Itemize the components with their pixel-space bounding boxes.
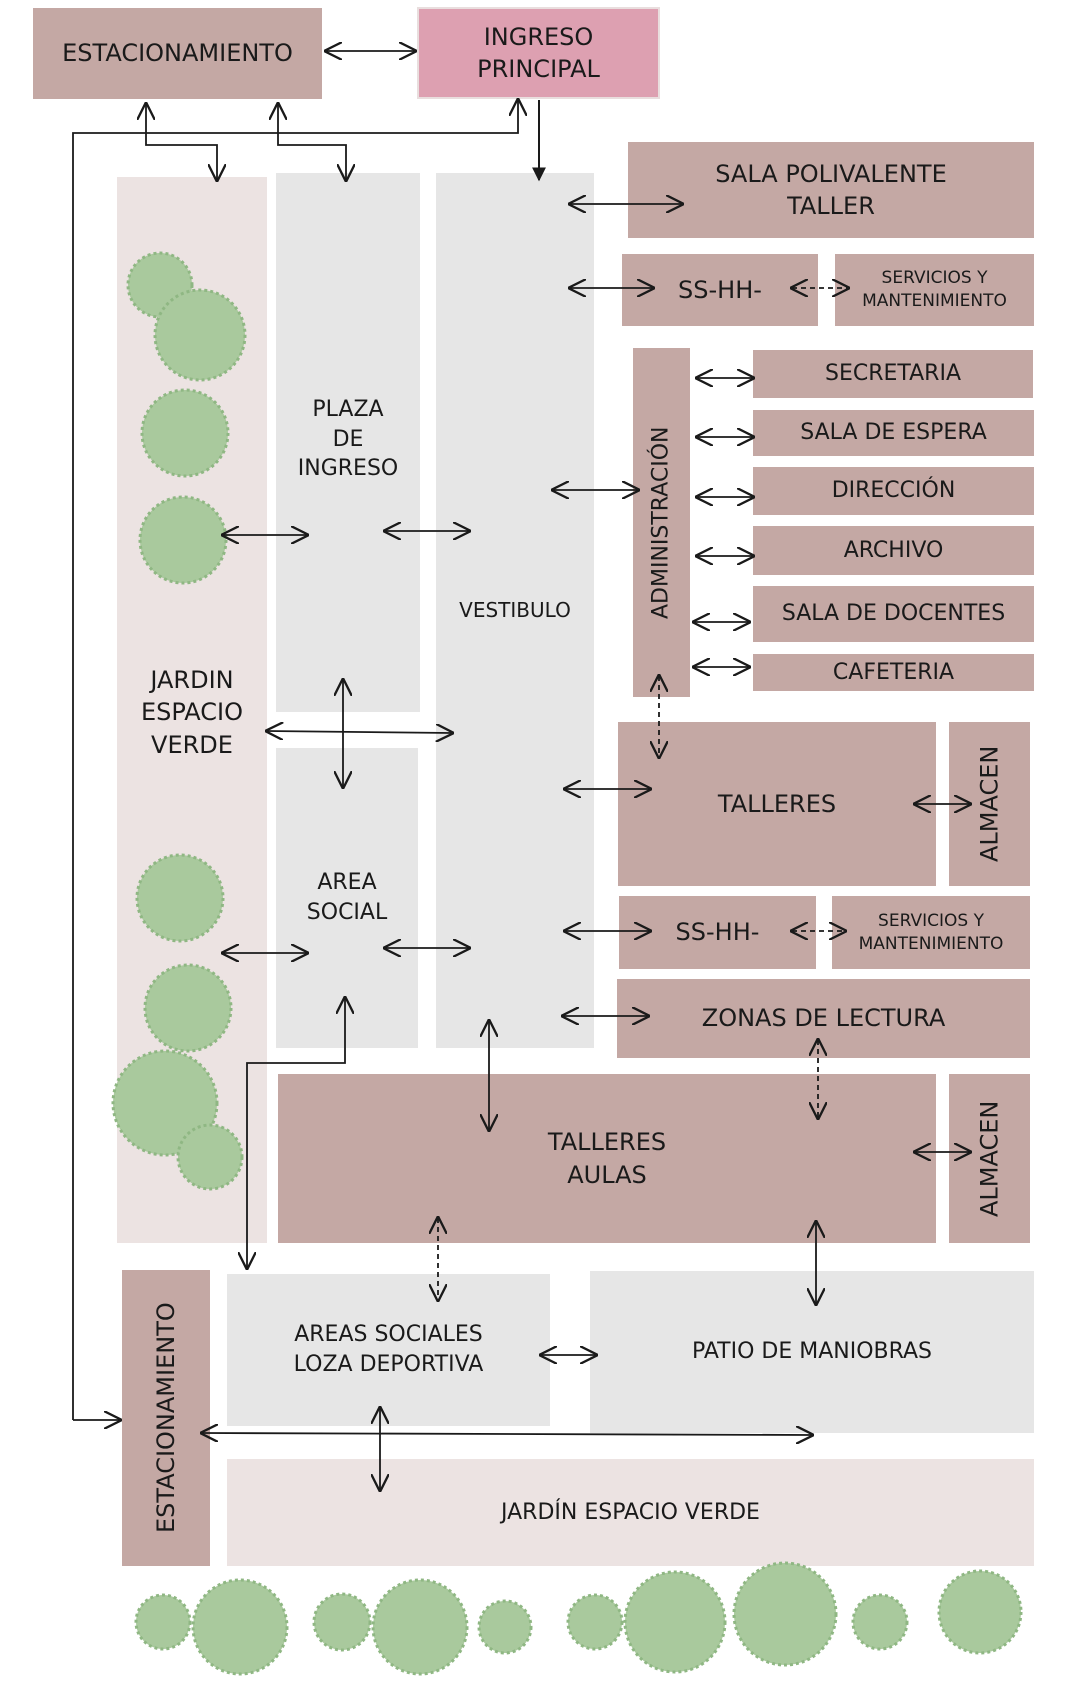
garden-strip-bottom [227,1459,1034,1566]
tree-icon [134,1593,192,1651]
sala-polivalente-taller: SALA POLIVALENTE TALLER [626,140,1036,240]
tree-icon [191,1578,289,1676]
tree-icon [566,1593,624,1651]
direccion: DIRECCIÓN [751,465,1036,517]
tree-icon [143,963,233,1053]
tree-icon [851,1593,909,1651]
tree-icon [477,1599,533,1655]
talleres: TALLERES [616,720,938,888]
servicios-mantenimiento-upper: SERVICIOS Y MANTENIMIENTO [833,252,1036,328]
tree-icon [312,1592,372,1652]
sala-de-docentes: SALA DE DOCENTES [751,584,1036,644]
tree-icon [140,388,230,478]
connector-arrow [202,1433,812,1435]
tree-icon [135,853,225,943]
archivo: ARCHIVO [751,524,1036,577]
areas-sociales-loza-deportiva: AREAS SOCIALES LOZA DEPORTIVA [227,1274,550,1426]
servicios-mantenimiento-lower: SERVICIOS Y MANTENIMIENTO [830,894,1032,971]
estacionamiento-top: ESTACIONAMIENTO [31,6,324,101]
jardin-espacio-verde-bottom: JARDÍN ESPACIO VERDE [501,1499,760,1525]
tree-icon [732,1561,838,1667]
connector-arrow [72,100,518,1420]
jardin-espacio-verde-label: JARDIN ESPACIO VERDE [140,665,244,759]
connector-arrow [278,104,346,180]
plaza-de-ingreso: PLAZA DE INGRESO [276,173,420,712]
vestibulo: VESTIBULO [436,173,594,1048]
secretaria: SECRETARIA [751,348,1035,400]
tree-icon [153,288,247,382]
ingreso-principal: INGRESO PRINCIPAL [417,7,660,99]
connector-arrow [146,104,217,180]
tree-icon [937,1569,1023,1655]
cafeteria: CAFETERIA [751,652,1036,693]
tree-icon [111,1049,219,1157]
connector-arrow [247,998,345,1268]
tree-icon [371,1578,469,1676]
tree-icon [623,1570,727,1674]
talleres-aulas: TALLERES AULAS [276,1072,938,1245]
connector-arrow [267,731,452,733]
